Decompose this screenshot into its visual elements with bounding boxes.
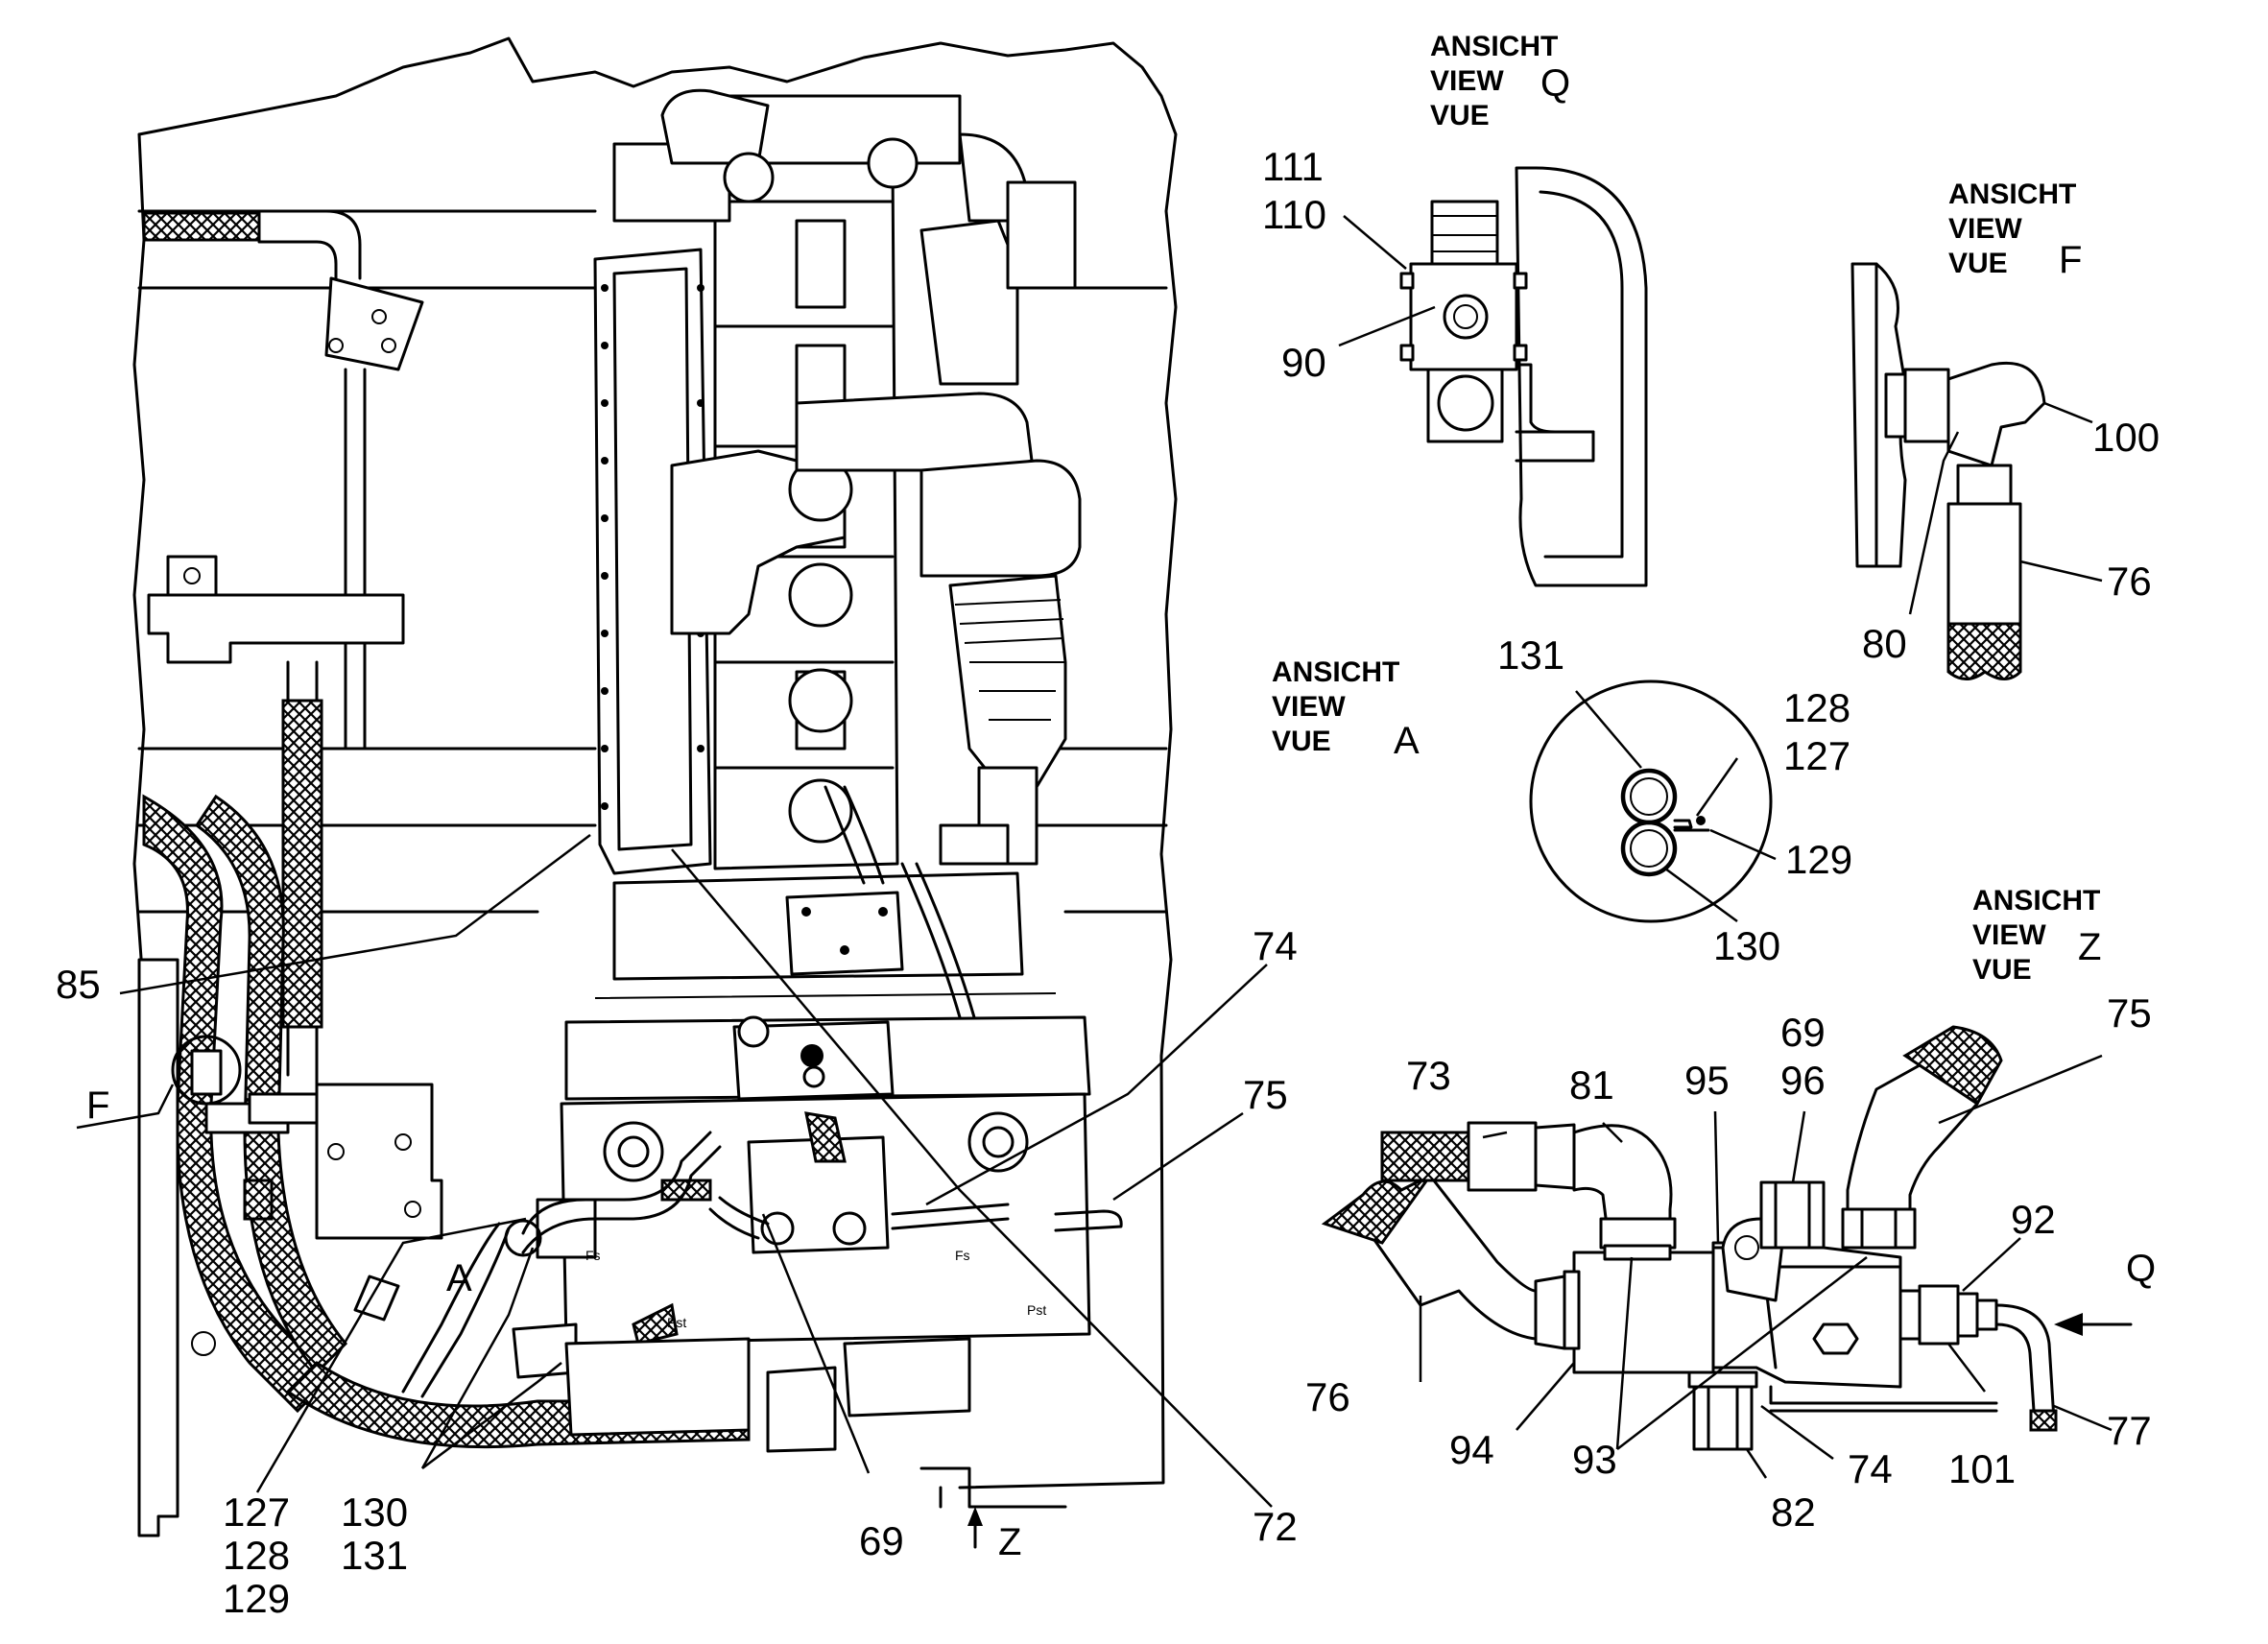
svg-text:Z: Z bbox=[2078, 926, 2101, 968]
view-z-detail bbox=[1321, 1025, 2133, 1479]
pump-label-pst: Pst bbox=[1027, 1302, 1046, 1318]
part-number-85: 85 bbox=[56, 962, 101, 1007]
view-f-heading: ANSICHT VIEW VUE F bbox=[1948, 179, 2082, 281]
part-number-131: 131 bbox=[341, 1533, 408, 1578]
view-q-detail bbox=[1338, 166, 1648, 587]
part-number-129: 129 bbox=[223, 1576, 290, 1621]
svg-text:ANSICHT: ANSICHT bbox=[1430, 31, 1558, 62]
part-number-72: 72 bbox=[1253, 1504, 1298, 1549]
part-number-80: 80 bbox=[1862, 621, 1907, 666]
view-a-detail bbox=[1529, 679, 1777, 923]
svg-text:VIEW: VIEW bbox=[1948, 213, 2022, 245]
part-number-127: 127 bbox=[1783, 733, 1850, 778]
part-number-128: 128 bbox=[223, 1533, 290, 1578]
part-number-129: 129 bbox=[1785, 837, 1852, 882]
part-number-69: 69 bbox=[859, 1518, 904, 1563]
part-number-101: 101 bbox=[1948, 1446, 2016, 1491]
part-number-95: 95 bbox=[1684, 1058, 1730, 1103]
view-z-heading: ANSICHT VIEW VUE Z bbox=[1972, 885, 2101, 986]
part-number-77: 77 bbox=[2107, 1408, 2152, 1453]
view-marker-a: A bbox=[446, 1257, 472, 1299]
svg-text:VIEW: VIEW bbox=[1430, 65, 1504, 97]
part-number-74: 74 bbox=[1848, 1446, 1893, 1491]
svg-text:VUE: VUE bbox=[1430, 100, 1490, 131]
svg-text:VUE: VUE bbox=[1972, 954, 2032, 986]
pump-label-fs: Fs bbox=[955, 1248, 970, 1263]
part-number-100: 100 bbox=[2092, 415, 2160, 460]
part-number-130: 130 bbox=[341, 1489, 408, 1535]
view-marker-q: Q bbox=[2126, 1248, 2156, 1290]
part-number-96: 96 bbox=[1780, 1058, 1826, 1103]
svg-text:VIEW: VIEW bbox=[1972, 919, 2046, 951]
part-number-75: 75 bbox=[2107, 990, 2152, 1036]
view-f-detail bbox=[1850, 262, 2103, 680]
svg-text:VUE: VUE bbox=[1948, 248, 2008, 279]
part-number-75: 75 bbox=[1243, 1072, 1288, 1117]
part-number-74: 74 bbox=[1253, 923, 1298, 968]
radiator-bolts bbox=[601, 284, 704, 810]
svg-text:A: A bbox=[1394, 720, 1420, 762]
svg-text:ANSICHT: ANSICHT bbox=[1272, 656, 1399, 688]
part-number-111: 111 bbox=[1262, 144, 1324, 189]
svg-text:ANSICHT: ANSICHT bbox=[1948, 179, 2076, 210]
part-number-128: 128 bbox=[1783, 685, 1850, 730]
part-number-76: 76 bbox=[1305, 1374, 1350, 1419]
view-marker-z: Z bbox=[998, 1521, 1021, 1563]
part-number-82: 82 bbox=[1771, 1489, 1816, 1535]
svg-text:VIEW: VIEW bbox=[1272, 691, 1346, 723]
part-number-130: 130 bbox=[1713, 923, 1780, 968]
part-number-127: 127 bbox=[223, 1489, 290, 1535]
part-number-94: 94 bbox=[1449, 1427, 1494, 1472]
part-number-90: 90 bbox=[1281, 340, 1326, 385]
part-number-131: 131 bbox=[1497, 632, 1564, 678]
svg-text:ANSICHT: ANSICHT bbox=[1972, 885, 2100, 917]
view-marker-f: F bbox=[86, 1084, 109, 1127]
part-number-76: 76 bbox=[2107, 559, 2152, 604]
main-engine-view: Fs Pst Fs Pst bbox=[132, 36, 1178, 1549]
part-number-69: 69 bbox=[1780, 1010, 1826, 1055]
svg-text:Q: Q bbox=[1540, 62, 1570, 105]
view-a-heading: ANSICHT VIEW VUE A bbox=[1272, 656, 1420, 762]
main-view-leaders bbox=[76, 834, 1273, 1508]
pump-label-fs: Fs bbox=[585, 1248, 601, 1263]
part-number-93: 93 bbox=[1572, 1437, 1617, 1482]
part-number-92: 92 bbox=[2011, 1197, 2056, 1242]
view-q-heading: ANSICHT VIEW VUE Q bbox=[1430, 31, 1570, 131]
svg-text:F: F bbox=[2059, 239, 2082, 281]
part-number-81: 81 bbox=[1569, 1062, 1614, 1108]
pump-label-pst: Pst bbox=[667, 1315, 686, 1330]
part-number-73: 73 bbox=[1406, 1053, 1451, 1098]
svg-text:VUE: VUE bbox=[1272, 726, 1331, 757]
part-number-110: 110 bbox=[1262, 192, 1326, 237]
